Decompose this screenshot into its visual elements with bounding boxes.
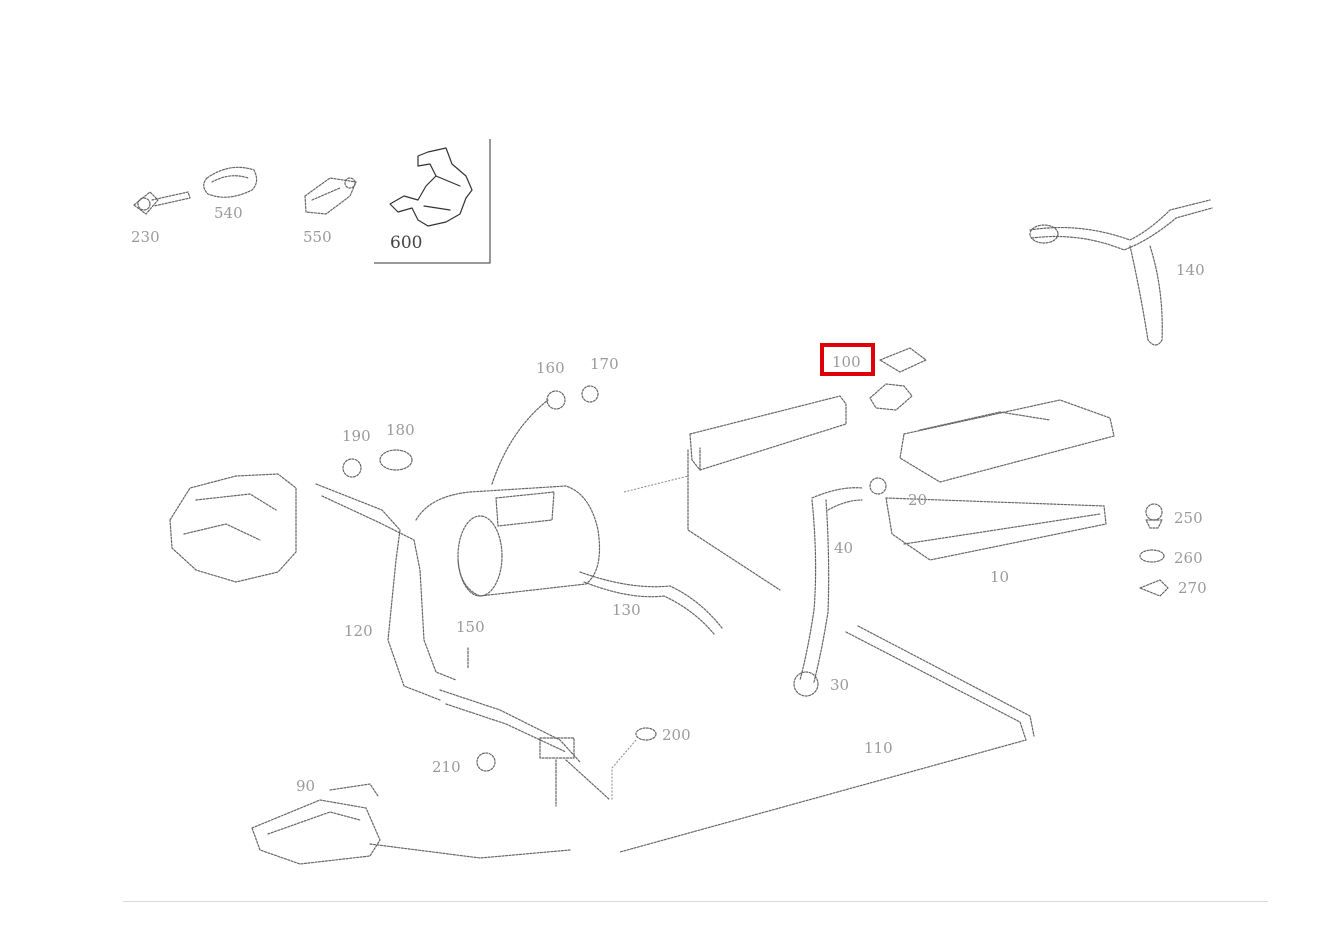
part-550-clip[interactable] — [304, 177, 357, 215]
callout-230: 230 — [131, 228, 160, 246]
inset-box-600 — [374, 139, 491, 264]
callout-120: 120 — [344, 622, 373, 640]
part-reservoir-plate — [623, 395, 847, 591]
part-40-hose[interactable] — [799, 477, 887, 683]
highlight-box-100 — [820, 343, 875, 376]
part-130-hose[interactable] — [579, 571, 723, 635]
part-200-nut[interactable] — [611, 727, 657, 800]
callout-540: 540 — [214, 204, 243, 222]
part-270-clip[interactable] — [1139, 579, 1169, 597]
callout-90: 90 — [296, 777, 315, 795]
part-260-washer[interactable] — [1139, 549, 1165, 563]
callout-600: 600 — [390, 233, 422, 253]
callout-200: 200 — [662, 726, 691, 744]
callout-210: 210 — [432, 758, 461, 776]
callout-10: 10 — [990, 568, 1009, 586]
part-30-clamp[interactable] — [793, 671, 819, 697]
callout-40: 40 — [834, 539, 853, 557]
callout-260: 260 — [1174, 549, 1203, 567]
part-100-bracket[interactable] — [869, 347, 927, 411]
part-engine-block — [169, 473, 297, 583]
callout-100: 100 — [832, 353, 861, 371]
callout-150: 150 — [456, 618, 485, 636]
callout-110: 110 — [864, 739, 893, 757]
part-180-hose-end[interactable] — [379, 449, 413, 471]
part-250-screw[interactable] — [1145, 503, 1163, 529]
part-110-pipe[interactable] — [369, 625, 1035, 859]
callout-170: 170 — [590, 355, 619, 373]
part-150-pump[interactable] — [415, 399, 601, 597]
part-120-hose[interactable] — [315, 483, 457, 701]
part-160-fitting[interactable] — [546, 390, 566, 410]
callout-250: 250 — [1174, 509, 1203, 527]
part-230-bolt[interactable] — [133, 191, 191, 215]
part-600-bracket[interactable] — [389, 147, 473, 227]
part-170-fitting[interactable] — [581, 385, 599, 403]
part-190-clamp[interactable] — [342, 458, 362, 478]
callout-180: 180 — [386, 421, 415, 439]
part-140-y-hose[interactable] — [1029, 199, 1213, 346]
callout-160: 160 — [536, 359, 565, 377]
part-90-connector[interactable] — [251, 783, 381, 865]
part-540-grommet[interactable] — [203, 166, 258, 198]
callout-30: 30 — [830, 676, 849, 694]
callout-270: 270 — [1178, 579, 1207, 597]
callout-20: 20 — [908, 491, 927, 509]
callout-140: 140 — [1176, 261, 1205, 279]
part-lower-hose-assembly — [439, 647, 611, 807]
part-210-nut[interactable] — [476, 752, 496, 772]
callout-550: 550 — [303, 228, 332, 246]
callout-190: 190 — [342, 427, 371, 445]
footer-divider — [123, 901, 1268, 902]
part-10-engine-cover[interactable] — [885, 399, 1115, 561]
callout-130: 130 — [612, 601, 641, 619]
